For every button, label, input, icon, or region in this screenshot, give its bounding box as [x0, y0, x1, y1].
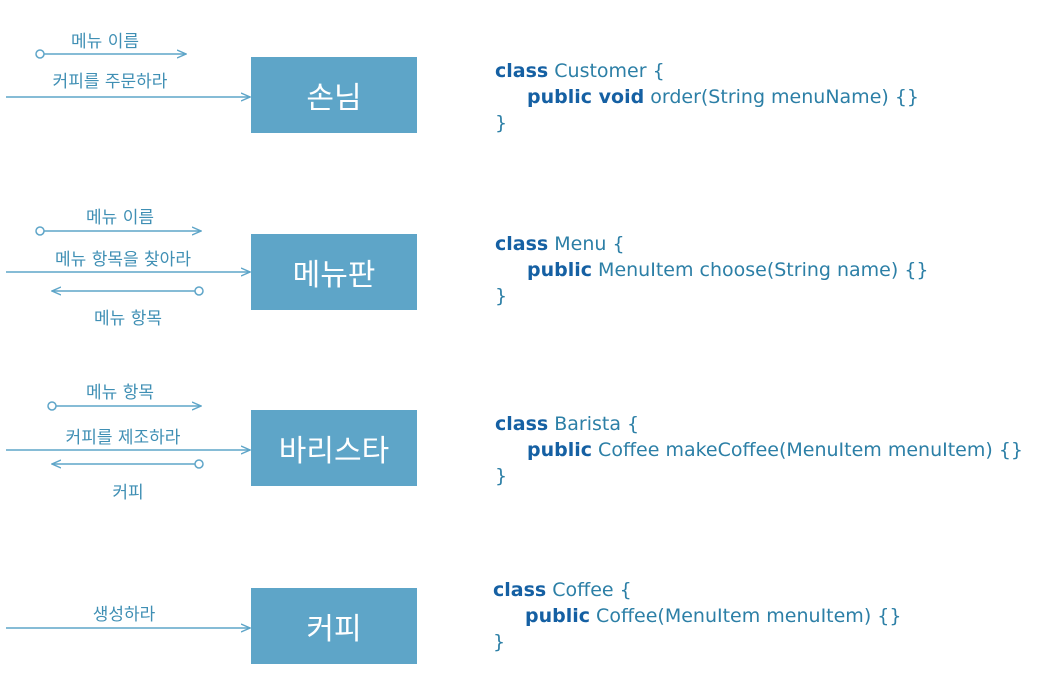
return-origin-dot — [194, 459, 204, 469]
argument-label: 메뉴 항목 — [86, 383, 154, 403]
argument-label: 메뉴 이름 — [86, 208, 154, 228]
code-keyword: class — [495, 413, 549, 435]
object-box-menu: 메뉴판 — [251, 234, 417, 310]
return-label: 커피 — [112, 483, 144, 503]
code-keyword: class — [495, 60, 549, 82]
row-menu-arrows — [6, 226, 250, 296]
code-block-menu: class Menu { public MenuItem choose(Stri… — [495, 231, 929, 309]
code-block-barista: class Barista { public Coffee makeCoffee… — [495, 411, 1023, 489]
code-text: order(String menuName) {} — [644, 86, 920, 108]
message-label: 커피를 주문하라 — [52, 72, 168, 92]
object-box-coffee: 커피 — [251, 588, 417, 664]
code-keyword: public — [527, 259, 593, 281]
code-text: } — [493, 631, 506, 653]
code-text: Coffee(MenuItem menuItem) {} — [590, 605, 902, 627]
argument-origin-dot — [35, 49, 45, 59]
object-box-customer: 손님 — [251, 57, 417, 133]
code-keyword: public void — [527, 86, 645, 108]
code-text: } — [495, 285, 508, 307]
argument-origin-dot — [47, 401, 57, 411]
code-keyword: public — [527, 439, 593, 461]
code-text: Coffee makeCoffee(MenuItem menuItem) {} — [592, 439, 1024, 461]
argument-origin-dot — [35, 226, 45, 236]
message-label: 메뉴 항목을 찾아라 — [55, 250, 191, 270]
row-barista-arrows — [6, 401, 250, 469]
code-text: Customer { — [548, 60, 665, 82]
code-block-customer: class Customer { public void order(Strin… — [495, 58, 919, 136]
code-text: } — [495, 112, 508, 134]
argument-label: 메뉴 이름 — [71, 32, 139, 52]
code-keyword: class — [495, 233, 549, 255]
row-customer-arrows — [6, 49, 250, 97]
message-label: 생성하라 — [92, 605, 156, 625]
return-origin-dot — [194, 286, 204, 296]
code-text: } — [495, 465, 508, 487]
return-label: 메뉴 항목 — [94, 309, 162, 329]
object-box-barista: 바리스타 — [251, 410, 417, 486]
code-keyword: class — [493, 579, 547, 601]
code-text: Menu { — [548, 233, 625, 255]
message-label: 커피를 제조하라 — [65, 428, 181, 448]
code-block-coffee: class Coffee { public Coffee(MenuItem me… — [493, 577, 901, 655]
code-text: Coffee { — [546, 579, 632, 601]
code-text: Barista { — [548, 413, 640, 435]
code-text: MenuItem choose(String name) {} — [592, 259, 929, 281]
code-keyword: public — [525, 605, 591, 627]
